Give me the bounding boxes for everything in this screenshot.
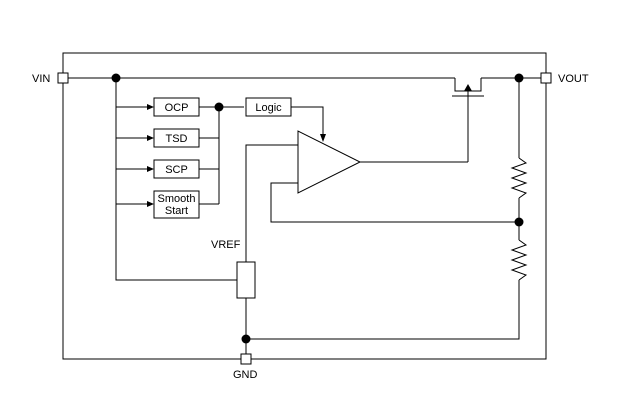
junction-vout [514,73,524,83]
scp-label: SCP [165,164,188,176]
vin-bus [115,78,239,281]
protection-combine-wires [199,106,244,205]
junction-protection [214,102,224,112]
vref-to-amp-wire [245,144,298,262]
lower-resistor-icon [510,239,528,281]
tsd-label: TSD [166,133,188,145]
gnd-return-wire [246,280,520,340]
vref-label: VREF [211,239,241,251]
vout-label: VOUT [558,73,589,85]
feedback-wire [270,182,519,223]
vin-pin [57,72,69,84]
gnd-label: GND [233,369,258,381]
junction-feedback [514,217,524,227]
smooth-start-label-line1: Smooth [158,193,196,205]
gnd-pin [240,353,252,365]
vref-block [236,261,256,299]
logic-to-amp-wire [291,106,326,142]
pass-transistor-icon [452,78,484,162]
smooth-start-label-line2: Start [165,205,188,217]
error-amplifier-icon [297,130,362,194]
vout-pin [540,72,552,84]
ocp-label: OCP [165,102,189,114]
smooth-start-block [153,190,200,219]
junction-gnd [241,334,251,344]
ic-outline [62,52,547,360]
junction-vin [111,73,121,83]
logic-label: Logic [255,102,282,114]
vin-label: VIN [32,73,50,85]
bus-arrows [116,104,154,207]
upper-resistor-icon [510,157,528,199]
